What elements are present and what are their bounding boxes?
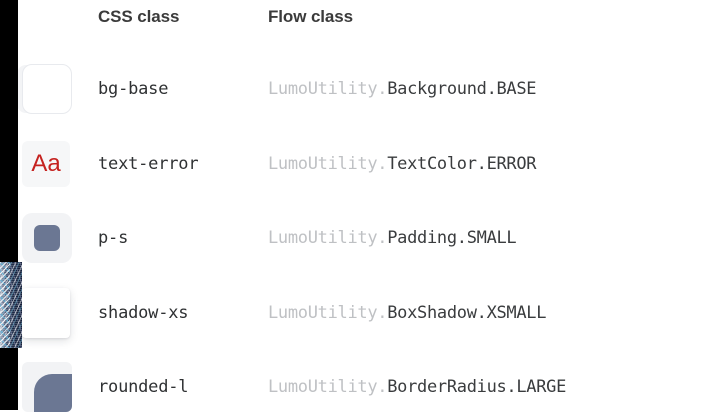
flow-class-cell: LumoUtility.TextColor.ERROR: [268, 154, 702, 174]
flow-namespace: LumoUtility.: [268, 303, 388, 323]
flow-class-cell: LumoUtility.Background.BASE: [268, 79, 702, 99]
aa-sample-text: Aa: [31, 150, 61, 177]
table-row[interactable]: Aa text-error LumoUtility.TextColor.ERRO…: [0, 140, 702, 188]
text-error-aa-icon: Aa: [22, 141, 70, 187]
css-class-cell: text-error: [98, 154, 199, 174]
flow-class-cell: LumoUtility.Padding.SMALL: [268, 228, 702, 248]
flow-class-cell: LumoUtility.BorderRadius.LARGE: [268, 377, 702, 397]
flow-member: TextColor.ERROR: [387, 154, 537, 174]
css-class-cell: bg-base: [98, 79, 169, 99]
flow-namespace: LumoUtility.: [268, 377, 388, 397]
table-row[interactable]: rounded-l LumoUtility.BorderRadius.LARGE: [0, 361, 702, 413]
flow-namespace: LumoUtility.: [268, 154, 388, 174]
render-glitch-artifact: [0, 262, 22, 348]
table-row[interactable]: p-s LumoUtility.Padding.SMALL: [0, 212, 702, 264]
preview-cell: [0, 213, 98, 263]
header-cell-flow-class: Flow class: [268, 7, 353, 26]
flow-class-cell: LumoUtility.BoxShadow.XSMALL: [268, 303, 702, 323]
flow-namespace: LumoUtility.: [268, 79, 388, 99]
table-row[interactable]: shadow-xs LumoUtility.BoxShadow.XSMALL: [0, 287, 702, 339]
flow-member: Background.BASE: [387, 79, 537, 99]
header-cell-css-class: CSS class: [98, 7, 180, 26]
flow-member: Padding.SMALL: [387, 228, 517, 248]
preview-cell: Aa: [0, 141, 98, 187]
css-class-cell: p-s: [98, 228, 129, 248]
bg-base-swatch-icon: [22, 64, 72, 114]
flow-namespace: LumoUtility.: [268, 228, 388, 248]
preview-cell: [0, 362, 98, 412]
flow-member: BorderRadius.LARGE: [387, 377, 567, 397]
css-class-cell: rounded-l: [98, 377, 189, 397]
preview-cell: [0, 64, 98, 114]
box-shadow-xsmall-swatch-icon: [22, 288, 70, 338]
css-class-cell: shadow-xs: [98, 303, 189, 323]
table-row[interactable]: bg-base LumoUtility.Background.BASE: [0, 63, 702, 115]
preview-cell: [0, 288, 98, 338]
left-edge-gutter: [0, 0, 18, 410]
flow-member: BoxShadow.XSMALL: [387, 303, 547, 323]
table-header-row: CSS class Flow class: [0, 0, 702, 34]
padding-small-swatch-icon: [22, 213, 72, 263]
border-radius-large-swatch-icon: [22, 362, 72, 412]
